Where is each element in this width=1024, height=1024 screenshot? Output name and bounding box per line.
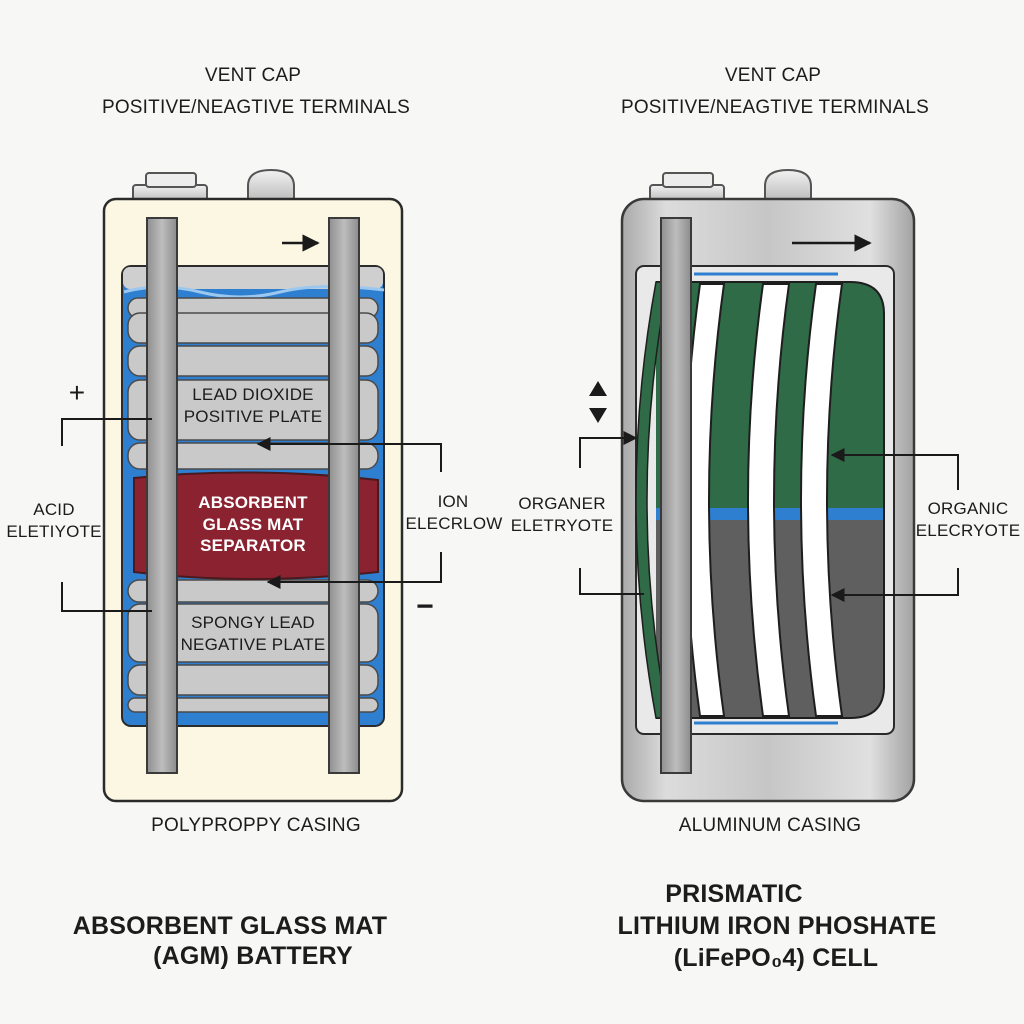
- lfp-vent-cap: [662, 172, 714, 188]
- lfp-cell: [579, 168, 959, 803]
- lfp-title-line-3: (LiFePO₀4) CELL: [673, 944, 879, 972]
- lfp-terminals-label: POSITIVE/NEAGTIVE TERMINALS: [620, 97, 930, 118]
- lfp-terminal-rod: [660, 217, 692, 774]
- agm-vent-cap: [145, 172, 197, 188]
- agm-glass-mat-separator: [133, 471, 379, 580]
- agm-plate-stack: [127, 297, 379, 713]
- agm-ion-flow-label-2: ELECRLOW: [405, 514, 503, 533]
- agm-title-line-2: (AGM) BATTERY: [153, 942, 353, 970]
- lfp-positive-terminal: [764, 168, 812, 201]
- lfp-separator-strip-3: [800, 283, 844, 717]
- lfp-right-electrolyte-label-1: ORGANIC: [927, 499, 1009, 518]
- discharge-down-triangle: [589, 408, 607, 423]
- lfp-title-line-2: LITHIUM IRON PHOSHATE: [617, 912, 937, 940]
- agm-casing-label: POLYPROPPY CASING: [151, 815, 361, 836]
- agm-acid-electrolyte-label-2: ELETIYOTE: [6, 522, 102, 541]
- lfp-right-arrow-upper: [830, 448, 959, 490]
- agm-separator-label-3: SEPARATOR: [200, 536, 306, 555]
- agm-negative-plate-label-2: NEGATIVE PLATE: [180, 635, 326, 654]
- agm-negative-plate-label-1: SPONGY LEAD: [191, 613, 315, 632]
- agm-separator-label-2: GLASS MAT: [202, 515, 304, 534]
- agm-ion-arrow-lower: [266, 552, 442, 589]
- lfp-left-electrolyte-label-2: ELETRYOTE: [510, 516, 614, 535]
- agm-positive-plate-label-2: POSITIVE PLATE: [183, 407, 323, 426]
- charge-up-triangle: [589, 381, 607, 396]
- agm-ion-flow-label-1: ION: [437, 492, 469, 511]
- agm-positive-terminal: [247, 168, 295, 201]
- agm-negative-rod: [328, 217, 360, 774]
- agm-acid-bracket-lower: [61, 582, 152, 612]
- agm-terminals-label: POSITIVE/NEAGTIVE TERMINALS: [101, 97, 411, 118]
- lfp-left-arrow-upper: [579, 431, 638, 468]
- agm-headspace: [123, 267, 383, 289]
- agm-vent-cap-label: VENT CAP: [204, 65, 302, 86]
- lfp-title-line-1: PRISMATIC: [665, 880, 803, 908]
- lfp-right-arrow-lower: [830, 568, 959, 602]
- agm-positive-plate-label-1: LEAD DIOXIDE: [192, 385, 314, 404]
- lfp-left-electrolyte-label-1: ORGANER: [518, 494, 606, 513]
- agm-negative-sign: −: [416, 590, 434, 623]
- lfp-jelly-roll-outline: [656, 281, 885, 719]
- lfp-vent-cap-label: VENT CAP: [724, 65, 822, 86]
- agm-battery: [61, 168, 442, 803]
- agm-ion-arrow-upper: [256, 437, 442, 472]
- lfp-casing-label: ALUMINUM CASING: [678, 815, 862, 836]
- agm-acid-bracket: [61, 418, 152, 446]
- lfp-right-electrolyte-label-2: ELECRYOTE: [915, 521, 1021, 540]
- agm-positive-sign: +: [68, 377, 86, 408]
- agm-positive-rod: [146, 217, 178, 774]
- lfp-separator-strip-2: [747, 283, 791, 717]
- agm-separator-label-1: ABSORBENT: [198, 493, 308, 512]
- agm-acid-electrolyte-label-1: ACID: [33, 500, 75, 519]
- agm-title-line-1: ABSORBENT GLASS MAT: [72, 912, 388, 940]
- lfp-left-bracket-lower: [579, 568, 644, 595]
